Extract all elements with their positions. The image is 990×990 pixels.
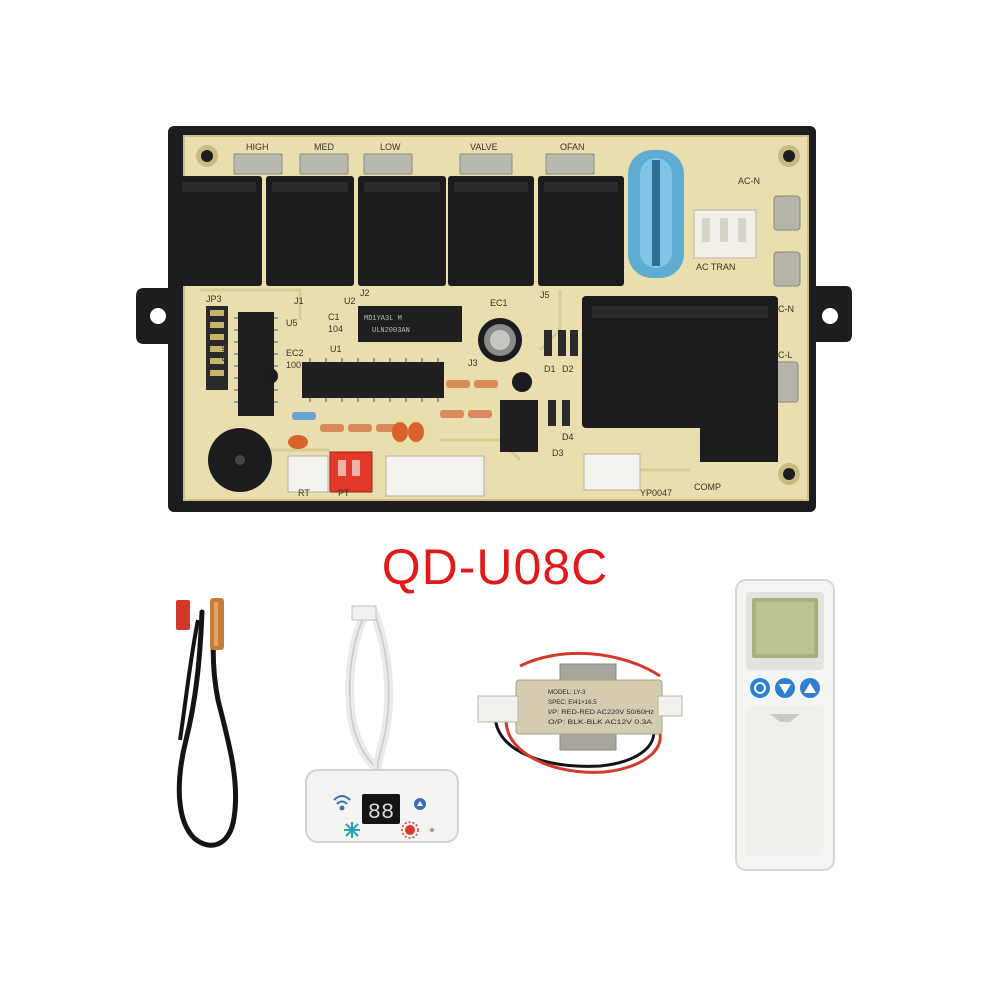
transformer-input: I/P: RED-RED AC220V 50/60Hz	[548, 709, 654, 716]
silk-pt: PT	[338, 488, 350, 498]
fuse	[628, 150, 684, 278]
silk-ac-n: AC-N	[738, 176, 760, 186]
product-model-title: QD-U08C	[381, 539, 609, 595]
silk-relay-label: OFAN	[560, 142, 585, 152]
silk-j5: J5	[540, 290, 550, 300]
silk-relay-label: MED	[314, 142, 335, 152]
segment-display	[362, 794, 400, 824]
transformer-spec: SPEC: EI41×16.5	[548, 699, 597, 706]
silk-u1: U1	[330, 344, 342, 354]
grip-notch	[770, 714, 800, 722]
segment-digits: 88	[368, 800, 394, 825]
silk-part-no: YP0047	[640, 488, 672, 498]
silk-d4: D4	[562, 432, 574, 442]
silk-d3: D3	[552, 448, 564, 458]
silk-jp3: JP3	[206, 294, 222, 304]
power-button[interactable]	[750, 678, 770, 698]
silk-u2: U2	[344, 296, 356, 306]
silk-u5: U5	[286, 318, 298, 328]
buzzer	[208, 428, 272, 492]
rt-connector	[287, 455, 329, 493]
silk-d2: D2	[562, 364, 574, 374]
transformer-plug	[477, 695, 519, 723]
silk-relay-label: VALVE	[470, 142, 498, 152]
ic-marking-line1: MD1YA3L M	[364, 315, 402, 323]
ir-receiver	[430, 828, 434, 832]
remote-cover	[746, 706, 824, 856]
pt-connector	[329, 451, 373, 493]
ac-tran-connector	[693, 209, 757, 259]
silk-d1: D1	[544, 364, 556, 374]
transformer-output: O/P: BLK-BLK AC12V 0.3A	[548, 719, 653, 726]
silk-c-n: C-N	[778, 304, 794, 314]
silkscreen-labels: HIGH MED LOW VALVE OFAN AC-N AC TRAN C-N…	[206, 142, 794, 498]
comp-connector	[583, 453, 641, 491]
transformer-label: MODEL: LY-3 SPEC: EI41×16.5 I/P: RED-RED…	[548, 689, 654, 726]
silk-sms: SMS	[220, 344, 229, 361]
silk-rt: RT	[298, 488, 310, 498]
silk-ec2-val: 100	[286, 360, 301, 370]
silk-ec1: EC1	[490, 298, 508, 308]
silk-ec2: EC2	[286, 348, 304, 358]
silk-j1: J1	[294, 296, 304, 306]
silk-j2: J2	[360, 288, 370, 298]
remote-control	[735, 579, 835, 871]
relay-terminals	[233, 153, 595, 175]
relay	[176, 176, 624, 286]
display-connector	[385, 455, 485, 497]
silk-ac-tran: AC TRAN	[696, 262, 735, 272]
ic-marking: MD1YA3L M ULN2003AN	[364, 315, 410, 335]
spade-terminal	[773, 195, 801, 403]
crystal	[262, 368, 278, 384]
temperature-sensor	[176, 598, 239, 848]
transistor	[512, 372, 532, 392]
transformer-plug	[657, 695, 683, 717]
sensor-plug	[176, 600, 190, 630]
silk-c-l: C-L	[778, 350, 793, 360]
sun-icon	[401, 821, 419, 839]
display-panel: 88	[305, 605, 459, 843]
pin-header	[206, 306, 228, 390]
silk-relay-label: HIGH	[246, 142, 269, 152]
wifi-icon	[333, 795, 351, 811]
diode	[544, 330, 578, 426]
electrolytic-capacitor	[478, 318, 522, 362]
ribbon-plug	[351, 605, 377, 621]
silk-j3: J3	[468, 358, 478, 368]
transformer: MODEL: LY-3 SPEC: EI41×16.5 I/P: RED-RED…	[477, 651, 683, 774]
compressor-relay	[582, 296, 778, 462]
silk-comp: COMP	[694, 482, 721, 492]
ceramic-capacitor	[288, 422, 424, 449]
silk-c1: C1	[328, 312, 340, 322]
ic-marking-line2: ULN2003AN	[372, 327, 410, 335]
silk-c1-val: 104	[328, 324, 343, 334]
snowflake-icon	[344, 822, 360, 838]
silk-relay-label: LOW	[380, 142, 401, 152]
ic-chip	[238, 306, 538, 452]
transformer-model: MODEL: LY-3	[548, 689, 586, 696]
